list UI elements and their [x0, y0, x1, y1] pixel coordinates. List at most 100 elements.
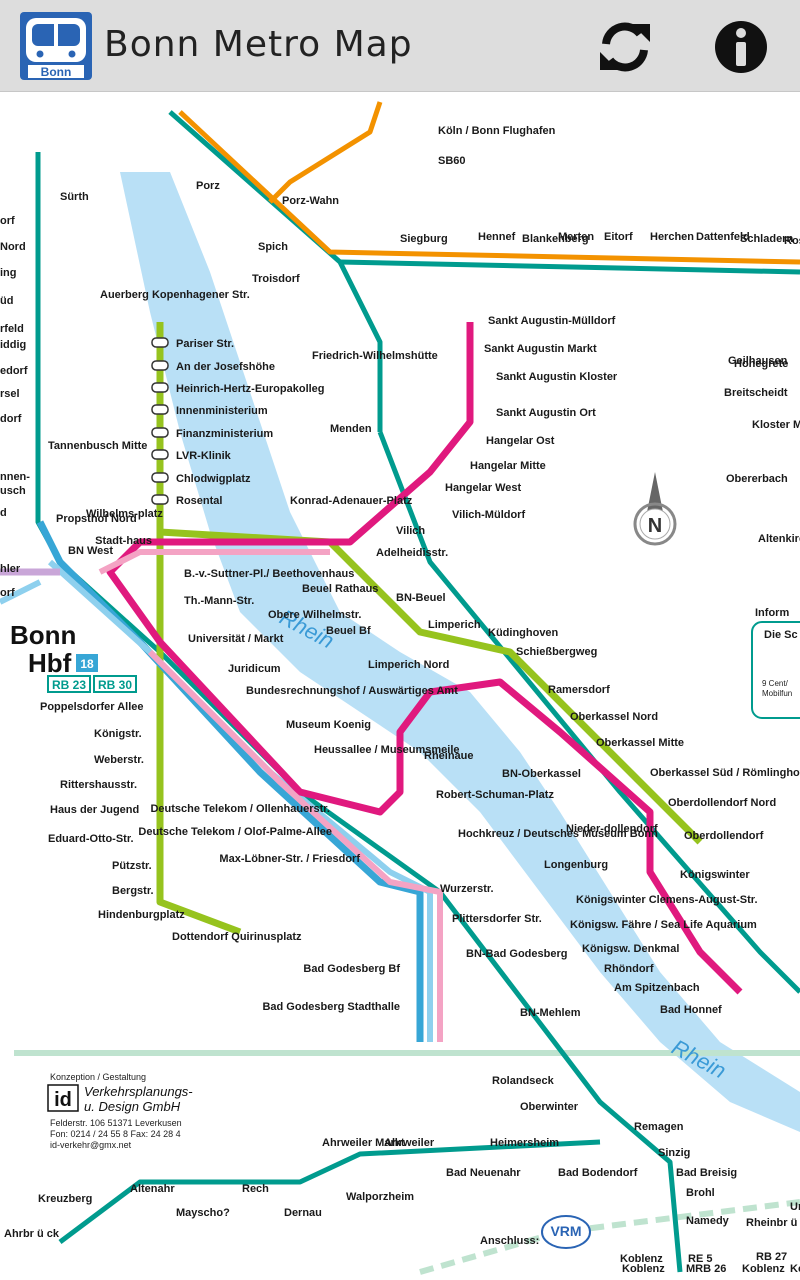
station-label: Schießbergweg [516, 646, 597, 658]
station-label: Königswinter Clemens-August-Str. [576, 894, 758, 906]
station-label: Siegburg [400, 233, 448, 245]
station-label: Ramersdorf [548, 684, 610, 696]
station-label: Bad Breisig [676, 1167, 737, 1179]
credits-phone: Fon: 0214 / 24 55 8 Fax: 24 28 4 [50, 1129, 181, 1139]
station-label-partial: iddig [0, 339, 26, 351]
connection-destination: Koblenz [622, 1263, 665, 1275]
station-label: Juridicum [228, 663, 281, 675]
metro-map-canvas: N Bonn Hbf 18 RB 23 RB 30 Rhein Rhein Pa… [0, 101, 800, 1275]
info-icon [715, 21, 767, 73]
station-stop[interactable] [151, 404, 169, 415]
station-label: Hindenburgplatz [98, 909, 185, 921]
station-label: Bad Godesberg Bf [303, 963, 400, 975]
station-label: Nieder-dollendorf [566, 823, 658, 835]
station-label: Altenahr [130, 1183, 175, 1195]
station-label: Bad Godesberg Stadthalle [262, 1001, 400, 1013]
station-label: Oberdollendorf Nord [668, 797, 776, 809]
connection-logo: VRM [550, 1223, 581, 1239]
station-label: Mayscho? [176, 1207, 230, 1219]
station-label: BN West [68, 545, 113, 557]
info-button[interactable] [712, 18, 770, 76]
station-label: Remagen [634, 1121, 684, 1133]
station-label: Heimersheim [490, 1137, 559, 1149]
legend-title: Inform [755, 607, 789, 619]
station-label: Haus der Jugend [50, 804, 139, 816]
station-label-partial: üd [0, 295, 13, 307]
river [120, 172, 800, 1132]
station-stop[interactable] [151, 382, 169, 393]
region-border [14, 1050, 800, 1056]
station-label: Dattenfeld [696, 231, 750, 243]
station-label: Wilhelms-platz [86, 508, 163, 520]
station-label: Köln / Bonn Flughafen [438, 125, 556, 137]
main-station[interactable]: Bonn Hbf 18 RB 23 RB 30 [10, 620, 137, 693]
station-label: Sürth [60, 191, 89, 203]
station-stop[interactable] [151, 337, 169, 348]
station-label-partial: usch [0, 485, 26, 497]
station-label: Hangelar Ost [486, 435, 555, 447]
refresh-button[interactable] [596, 18, 654, 76]
legend-mobile: Mobilfun [762, 689, 792, 698]
station-stop[interactable] [151, 472, 169, 483]
station-label-partial: edorf [0, 365, 28, 377]
station-label: Koblenz [620, 1253, 663, 1265]
station-stop[interactable] [151, 427, 169, 438]
connection-destination: Koblenz [742, 1263, 785, 1275]
station-label: B.-v.-Suttner-Pl./ Beethovenhaus [184, 568, 354, 580]
station-label: LVR-Klinik [176, 450, 232, 462]
connection-label: Anschluss: [480, 1235, 539, 1247]
station-label: Vilich [396, 525, 425, 537]
station-label: Stadt-haus [95, 535, 152, 547]
station-label: Sankt Augustin Markt [484, 343, 597, 355]
station-label: Rosbach [784, 235, 800, 247]
metro-map[interactable]: N Bonn Hbf 18 RB 23 RB 30 Rhein Rhein Pa… [0, 92, 800, 1280]
station-label: Chlodwigplatz [176, 473, 251, 485]
station-label: Oberkassel Nord [570, 711, 658, 723]
region-border-dashed [419, 1199, 800, 1275]
station-label: Altenkirchen (W [758, 533, 800, 545]
station-label: Kloster Marienthal [752, 419, 800, 431]
station-label: Poppelsdorfer Allee [40, 701, 144, 713]
station-label: Konrad-Adenauer-Platz [290, 495, 413, 507]
station-label: Beuel Rathaus [302, 583, 378, 595]
main-station-badge-rb30: RB 30 [98, 678, 132, 692]
legend-price: 9 Cent/ [762, 679, 789, 688]
main-station-line2: Hbf [28, 648, 72, 678]
station-label: Dernau [284, 1207, 322, 1219]
station-label: Geilhausen [728, 355, 788, 367]
station-label: Am Spitzenbach [614, 982, 700, 994]
station-label: Merten [558, 231, 594, 243]
station-labels: Pariser Str.An der JosefshöheHeinrich-He… [0, 125, 800, 1275]
station-label: Tannenbusch Mitte [48, 440, 147, 452]
station-stop[interactable] [151, 494, 169, 505]
station-label: Hangelar Mitte [470, 460, 546, 472]
connection-destination: Urm [790, 1201, 800, 1213]
station-label-partial: ing [0, 267, 17, 279]
station-label: Porz-Wahn [282, 195, 339, 207]
station-label: Hennef [478, 231, 516, 243]
station-label: Bad Bodendorf [558, 1167, 638, 1179]
connection-destination: RB 27 [756, 1251, 787, 1263]
station-label: Oberdollendorf [684, 830, 764, 842]
credits-company2: u. Design GmbH [84, 1099, 181, 1114]
station-label: Deutsche Telekom / Olof-Palme-Allee [138, 826, 332, 838]
station-label-partial: rsel [0, 388, 20, 400]
station-stop[interactable] [151, 360, 169, 371]
station-label: Porz [196, 180, 220, 192]
station-label: Adelheidisstr. [376, 547, 448, 559]
station-label: Spich [258, 241, 288, 253]
station-label: Friedrich-Wilhelmshütte [312, 350, 438, 362]
station-label: Deutsche Telekom / Ollenhauerstr. [150, 803, 330, 815]
station-label: Hangelar West [445, 482, 522, 494]
station-label: Auerberg Kopenhagener Str. [100, 289, 250, 301]
station-label: Breitscheidt [724, 387, 788, 399]
main-station-badge-18: 18 [80, 657, 94, 671]
station-label: Eitorf [604, 231, 633, 243]
station-label: Propsthof Nord [56, 513, 137, 525]
station-label: Hochkreuz / Deutsches Museum Bonn [458, 828, 658, 840]
credits-company1: Verkehrsplanungs- [84, 1084, 193, 1099]
station-label-partial: hler [0, 563, 21, 575]
station-stop[interactable] [151, 449, 169, 460]
station-label: Königsw. Denkmal [582, 943, 679, 955]
station-label: Oberkassel Mitte [596, 737, 684, 749]
